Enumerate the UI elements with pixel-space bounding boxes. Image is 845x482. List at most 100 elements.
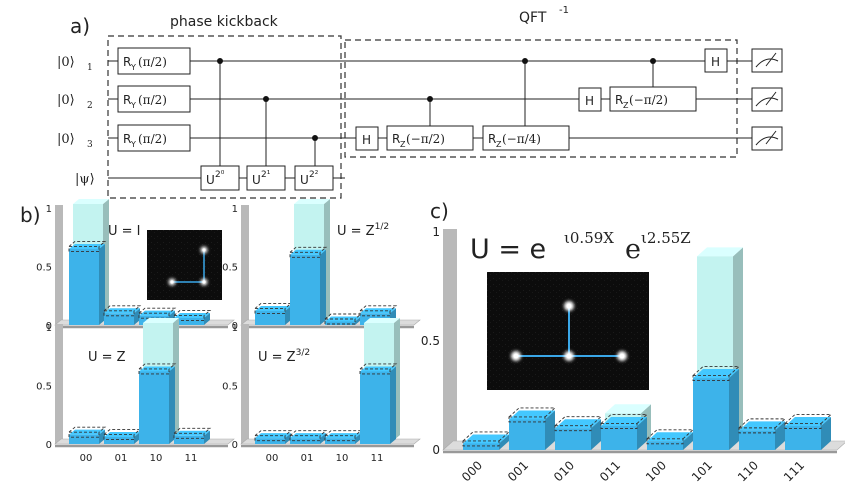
y-tick-label: 0	[232, 321, 238, 332]
y-axis-wall	[241, 205, 249, 325]
measured-bar	[509, 410, 555, 450]
x-tick-label: 111	[781, 458, 807, 482]
svg-text:ι0.59X: ι0.59X	[564, 229, 614, 247]
error-band	[508, 407, 557, 423]
y-tick-label: 1	[46, 204, 52, 215]
control-dot	[263, 96, 269, 102]
x-tick-label: 011	[597, 458, 623, 482]
chart-title: U = Z1/2	[337, 222, 389, 239]
y-axis-wall	[55, 205, 63, 325]
y-axis-wall	[241, 324, 249, 444]
chart-title: U = Z3/2	[258, 348, 310, 365]
error-band	[289, 246, 328, 258]
y-tick-label: 0	[46, 440, 52, 451]
error-band	[103, 429, 142, 440]
x-tick-label: 001	[505, 458, 531, 482]
control-dot	[312, 135, 318, 141]
h-gate: H	[355, 126, 379, 151]
svg-text:U = e: U = e	[470, 234, 546, 265]
y-tick-label: 0	[232, 440, 238, 451]
qubit-label: |0⟩	[57, 132, 75, 147]
measured-bar	[174, 430, 210, 444]
control-dot	[427, 96, 433, 102]
error-band	[646, 429, 695, 445]
svg-text:Z: Z	[623, 101, 629, 110]
x-tick-label: 101	[689, 458, 715, 482]
measured-bar	[693, 369, 739, 450]
error-band	[738, 418, 787, 434]
control-dot	[217, 58, 223, 64]
error-band	[600, 414, 649, 429]
x-tick-label: 00	[80, 453, 93, 464]
svg-text:(π/2): (π/2)	[138, 55, 167, 69]
error-band	[554, 416, 603, 432]
svg-text:Y: Y	[130, 140, 136, 149]
error-band	[784, 414, 833, 429]
x-tick-label: 110	[735, 458, 761, 482]
svg-text:(−π/2): (−π/2)	[629, 93, 668, 107]
measured-bar	[290, 433, 326, 444]
y-tick-label: 0.5	[36, 382, 52, 393]
chart-title: U = I	[108, 224, 141, 239]
error-band	[173, 310, 212, 321]
x-tick-label: 000	[459, 458, 485, 482]
error-band	[289, 430, 328, 442]
x-tick-label: 01	[301, 453, 314, 464]
qubit-subscript: 3	[87, 140, 93, 150]
error-band	[138, 363, 177, 375]
y-tick-label: 1	[46, 323, 52, 334]
svg-text:H: H	[711, 55, 720, 69]
svg-text:R: R	[488, 132, 496, 146]
measured-bar	[290, 249, 326, 325]
error-band	[692, 366, 741, 382]
error-band	[254, 303, 293, 314]
h-gate: H	[578, 87, 602, 112]
svg-text:2²: 2²	[309, 170, 319, 180]
x-tick-label: 10	[336, 453, 349, 464]
measured-bar	[601, 417, 647, 450]
measurement-meter-icon	[751, 87, 783, 112]
atom-image-inset	[487, 272, 649, 390]
unitary-formula: U = e ι0.59X e ι2.55Z	[470, 229, 691, 265]
measurement-meter-icon	[751, 126, 783, 151]
qubit-labels: |0⟩ 1 |0⟩ 2 |0⟩ 3 |ψ⟩	[57, 55, 95, 187]
measured-bar	[255, 433, 291, 444]
measured-bar	[69, 243, 105, 325]
svg-text:R: R	[123, 55, 131, 69]
error-band	[68, 240, 107, 252]
x-tick-label: 10	[150, 453, 163, 464]
y-tick-label: 0.5	[421, 334, 440, 348]
control-dot	[650, 58, 656, 64]
y-axis-wall	[55, 324, 63, 444]
measured-bar	[360, 366, 396, 444]
measured-bar	[104, 431, 140, 444]
y-tick-label: 0	[432, 443, 440, 457]
error-band	[68, 426, 107, 438]
error-band	[359, 363, 398, 375]
error-band	[173, 427, 212, 439]
panel-c-label: c)	[430, 199, 449, 223]
qubit-label: |0⟩	[57, 55, 75, 70]
x-tick-label: 11	[371, 453, 384, 464]
chart-title-superscript: 1/2	[375, 222, 390, 232]
qubit-subscript: 1	[87, 63, 93, 73]
x-tick-label: 100	[643, 458, 669, 482]
y-tick-label: 0	[46, 321, 52, 332]
svg-text:H: H	[362, 133, 371, 147]
svg-text:(−π/2): (−π/2)	[406, 132, 445, 146]
measured-bar	[139, 366, 175, 444]
qubit-label: |0⟩	[57, 93, 75, 108]
svg-text:Z: Z	[400, 140, 406, 149]
kickback-box	[107, 35, 342, 199]
error-band	[103, 305, 142, 317]
